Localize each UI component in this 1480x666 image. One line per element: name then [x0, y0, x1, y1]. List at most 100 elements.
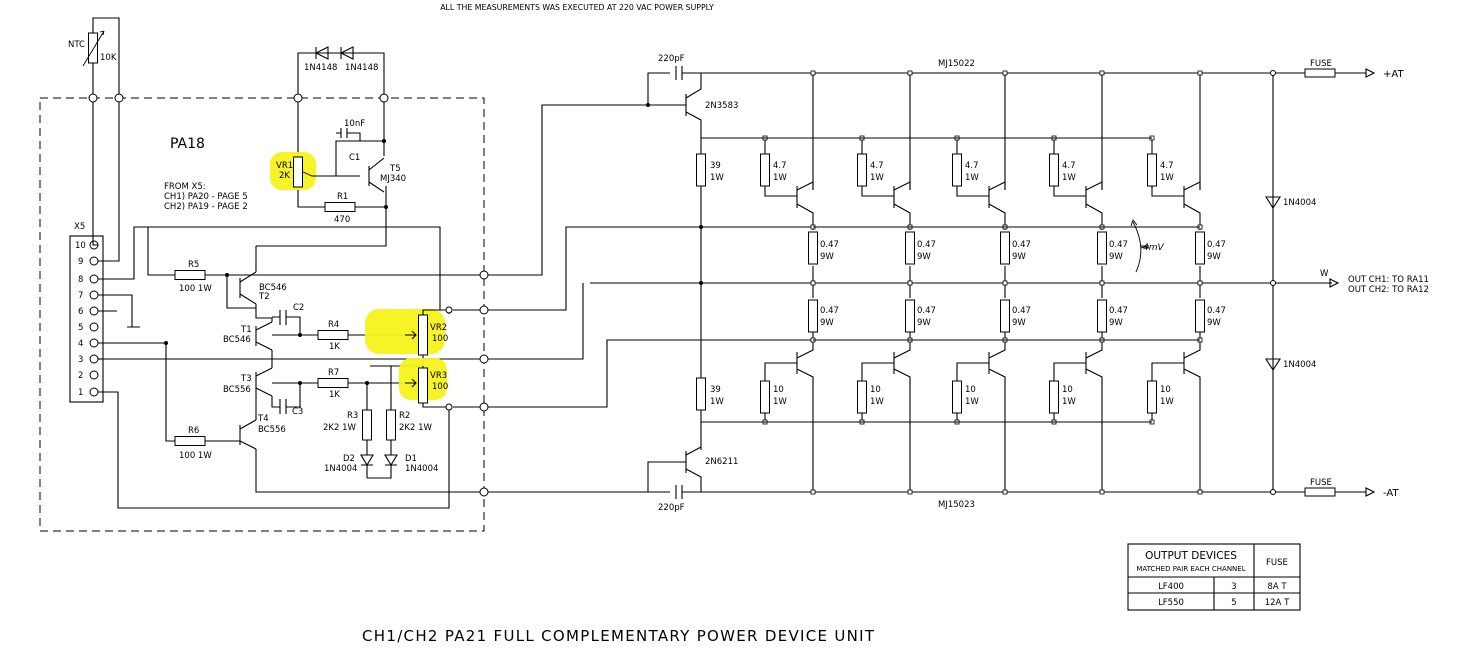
table-row: LF400 3 8A T: [1158, 582, 1287, 592]
bias-network: 1N4148 1N4148 VR1 2K 10nF C1 T5 MJ340 R1…: [256, 46, 406, 247]
base-resistor-bottom-value: 10: [1160, 385, 1171, 395]
base-resistor-top: [1147, 153, 1157, 187]
top-diode-2-label: 1N4148: [345, 63, 378, 73]
measure-annotation: 4mV: [1130, 219, 1164, 273]
emitter-resistor-top-rating: 9W: [1207, 252, 1221, 262]
emitter-resistor-top: [905, 231, 915, 265]
t1-ref: T1: [240, 325, 252, 335]
driver-lower: C3 T3 BC556 R7 1K VR3 100 R3 2K2 1W R2 2…: [165, 343, 483, 493]
r1-value: 470: [334, 215, 350, 225]
cap-top-label: 220pF: [658, 54, 685, 64]
connector-pin-6: 6: [78, 306, 99, 317]
base-resistor-top-value: 4.7: [1160, 161, 1174, 171]
x5-connector: X5 10 9 8 7 6 5 4 3 2 1: [69, 222, 104, 403]
emitter-resistor-bottom-rating: 9W: [1109, 318, 1123, 328]
upper-power-transistor: [796, 181, 814, 227]
r4-value: 1K: [329, 342, 340, 352]
base-resistor-top-value: 4.7: [773, 161, 787, 171]
measure-note: 4mV: [1143, 243, 1164, 253]
upper-power-label: MJ15022: [938, 59, 975, 69]
junction-node: [810, 70, 816, 76]
upper-power-transistor: [988, 181, 1006, 227]
driver-bottom-label: 2N6211: [705, 457, 738, 467]
header-note: ALL THE MEASUREMENTS WAS EXECUTED AT 220…: [440, 3, 714, 12]
emitter-resistor-top-rating: 9W: [1109, 252, 1123, 262]
lower-power-transistor: [988, 340, 1006, 473]
base-resistor-bottom-value: 10: [1062, 385, 1073, 395]
emitter-resistor-bottom: [1097, 299, 1107, 333]
ntc-label: NTC: [68, 40, 85, 50]
connector-pin-7: 7: [78, 290, 99, 301]
junction-node: [1099, 70, 1105, 76]
vr2-value: 100: [432, 334, 448, 344]
r-driver-bottom-rating: 1W: [710, 397, 724, 407]
junction-node: [1197, 70, 1203, 76]
emitter-resistor-top-value: 0.47: [1109, 240, 1128, 250]
base-resistor-top-rating: 1W: [1160, 173, 1174, 183]
base-resistor-bottom: [760, 380, 770, 414]
rail-negative-label: -AT: [1383, 488, 1399, 499]
t5-ref: T5: [389, 164, 401, 174]
r3-ref: R3: [347, 411, 358, 421]
pa18-board-outline: [39, 97, 485, 532]
emitter-resistor-bottom-rating: 9W: [917, 318, 931, 328]
svg-text:LF550: LF550: [1158, 598, 1184, 608]
emitter-resistor-top: [1000, 231, 1010, 265]
base-resistor-bottom: [857, 380, 867, 414]
d1-ref: D1: [405, 454, 417, 464]
ntc-connector-a: [88, 93, 98, 103]
upper-power-transistor: [1085, 181, 1103, 227]
table-header-fuse: FUSE: [1266, 558, 1288, 568]
t4-ref: T4: [257, 414, 269, 424]
junction-node: [810, 489, 816, 495]
base-resistor-top-value: 4.7: [870, 161, 884, 171]
emitter-resistor-top: [808, 231, 818, 265]
svg-text:6: 6: [78, 307, 83, 317]
r-driver-top-rating: 1W: [710, 173, 724, 183]
vr1-value: 2K: [279, 171, 290, 181]
r-driver-bottom-value: 39: [710, 385, 721, 395]
base-resistor-top: [760, 153, 770, 187]
base-resistor-top-value: 4.7: [965, 161, 979, 171]
svg-text:8: 8: [78, 275, 83, 285]
emitter-resistor-top-value: 0.47: [1012, 240, 1031, 250]
table-header-sub: MATCHED PAIR EACH CHANNEL: [1136, 565, 1245, 573]
base-resistor-bottom-rating: 1W: [773, 397, 787, 407]
base-resistor-bottom-rating: 1W: [1062, 397, 1076, 407]
base-resistor-bottom: [952, 380, 962, 414]
base-resistor-top-rating: 1W: [773, 173, 787, 183]
upper-power-transistor: [893, 181, 911, 227]
lower-power-transistor: [796, 340, 814, 473]
t4-part: BC556: [258, 425, 286, 435]
connector-pin-9: 9: [78, 256, 99, 267]
r6-ref: R6: [188, 426, 199, 436]
r3-value: 2K2 1W: [323, 423, 356, 433]
r5-ref: R5: [188, 260, 199, 270]
top-diode-1-label: 1N4148: [304, 63, 337, 73]
connector-pin-4: 4: [78, 338, 99, 349]
emitter-resistor-top-value: 0.47: [1207, 240, 1226, 250]
rail-diode-top-label: 1N4004: [1283, 198, 1316, 208]
page-title: CH1/CH2 PA21 FULL COMPLEMENTARY POWER DE…: [362, 627, 875, 645]
svg-text:3: 3: [78, 355, 83, 365]
junction-node: [1197, 280, 1203, 286]
c1-ref: C1: [349, 153, 360, 163]
vr3-ref: VR3: [430, 371, 447, 381]
junction-node: [1002, 280, 1008, 286]
board-label: PA18: [170, 136, 205, 152]
base-resistor-bottom: [1147, 380, 1157, 414]
svg-text:5: 5: [78, 323, 83, 333]
emitter-resistor-bottom: [1195, 299, 1205, 333]
out-ch2-label: OUT CH2: TO RA12: [1348, 285, 1429, 295]
d1-part: 1N4004: [405, 464, 438, 474]
r2-ref: R2: [399, 411, 410, 421]
t2-ref: T2: [258, 292, 270, 302]
upper-power-transistor: [1183, 181, 1201, 227]
connector-pin-8: 8: [78, 274, 99, 285]
svg-text:5: 5: [1231, 598, 1236, 608]
fuse-positive-label: FUSE: [1310, 59, 1332, 69]
